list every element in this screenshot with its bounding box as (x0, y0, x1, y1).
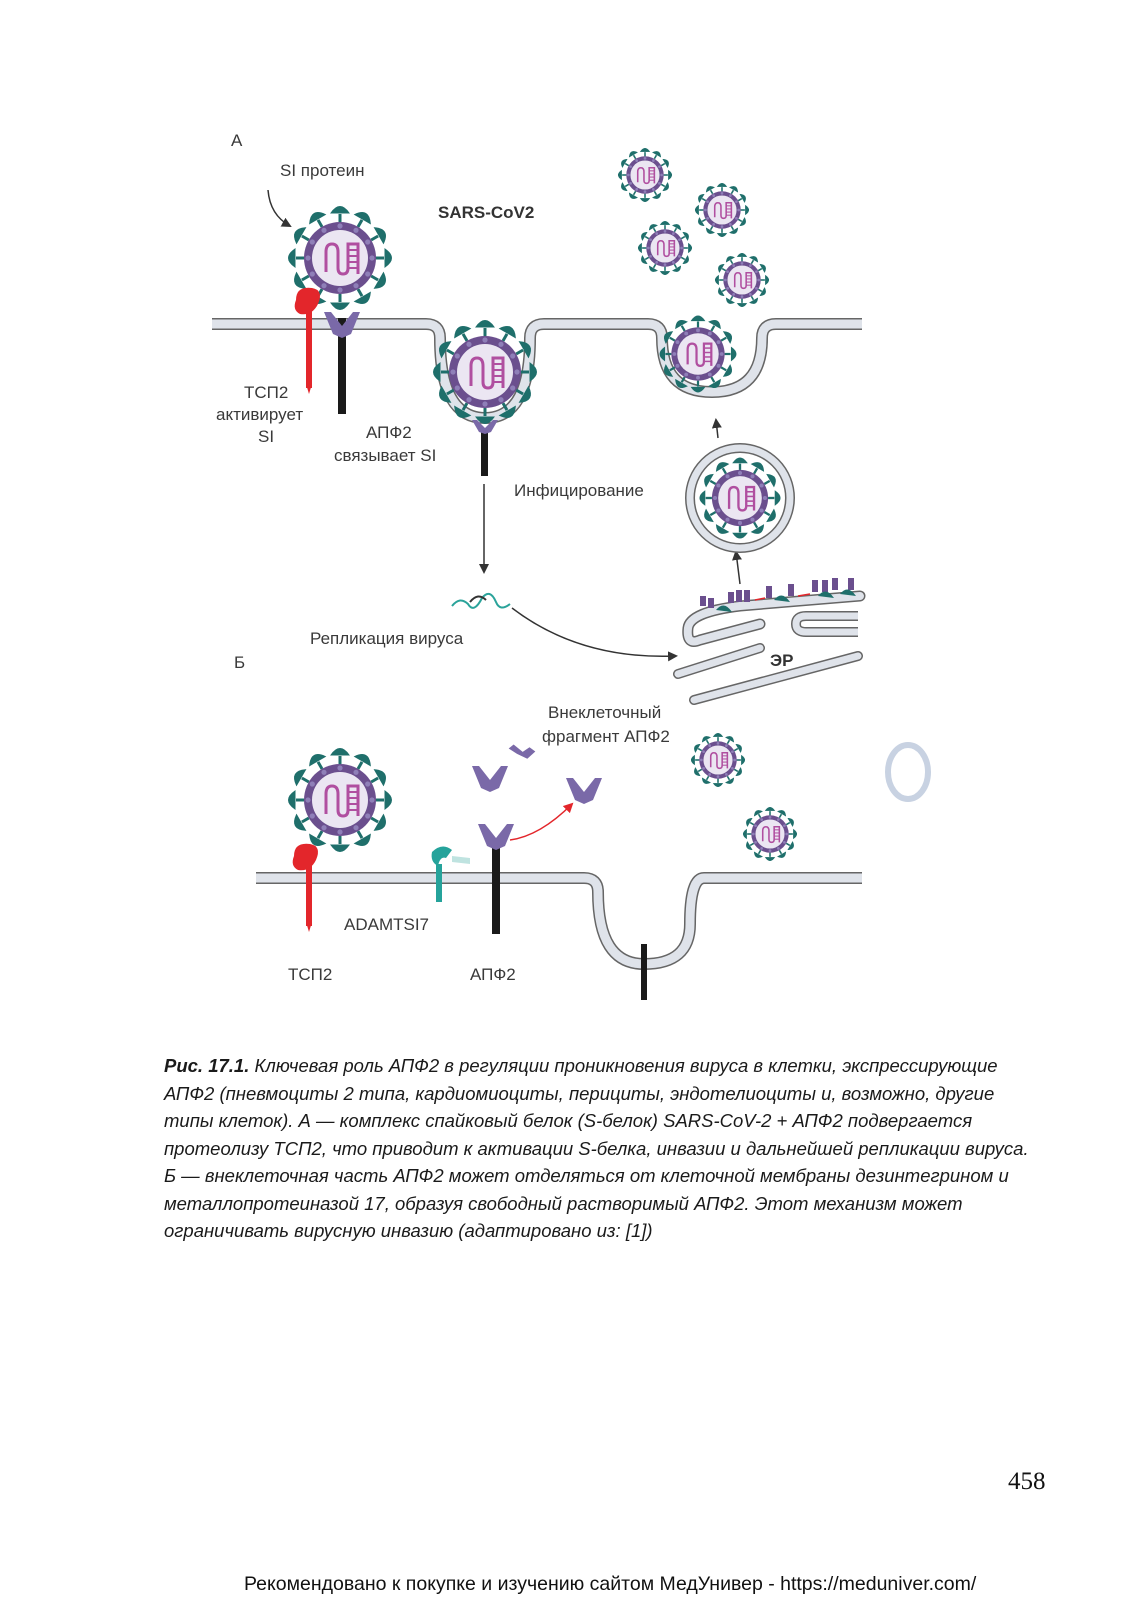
virus-free-1 (690, 732, 746, 788)
infection-label: Инфицирование (514, 481, 644, 500)
arrow-to-vesicle (732, 550, 742, 585)
panel-a-letter: А (231, 131, 243, 150)
footer-recommendation: Рекомендовано к покупке и изучению сайто… (244, 1573, 977, 1595)
panel-b-letter: Б (234, 653, 245, 672)
figure-caption: Рис. 17.1. Ключевая роль АПФ2 в регуляци… (164, 1052, 1044, 1245)
tmprss2-label-line1: ТСП2 (244, 383, 288, 402)
virus-released-3 (637, 220, 693, 276)
arrow-to-er (511, 607, 678, 662)
virus-released-2 (694, 182, 750, 238)
virus-released-4 (714, 252, 770, 308)
tmprss2-label-line3: SI (258, 427, 274, 446)
cell-membrane-a (212, 318, 862, 424)
ace2-fragment-3 (566, 778, 602, 804)
ace2-label-line1: АПФ2 (366, 423, 412, 442)
arrow-to-exocytosis (711, 418, 722, 439)
tmprss2-protein-b (292, 843, 318, 932)
membrane-pit-stalk (641, 944, 647, 1000)
ace2-label-b: АПФ2 (470, 965, 516, 984)
shedding-arrow (509, 802, 574, 841)
endoplasmic-reticulum (673, 578, 866, 705)
virus-endocytosis (432, 319, 538, 425)
ace2-receptor-b (478, 824, 514, 934)
ace2-label-line2: связывает SI (334, 446, 436, 465)
figure-ace2-sars-cov2: А SI протеин SARS-CoV2 ТСП2 активирует S… (212, 131, 931, 1000)
page-number: 458 (1008, 1468, 1046, 1495)
s1-protein-pointer-arrow (267, 189, 292, 227)
tmprss2-label-line2: активирует (216, 405, 303, 424)
s1-protein-label: SI протеин (280, 161, 364, 180)
replication-label: Репликация вируса (310, 629, 464, 648)
virus-released-1 (617, 147, 673, 203)
fragment-label-line1: Внеклеточный (548, 703, 661, 722)
ace2-fragment-2 (508, 744, 536, 759)
er-label: ЭР (770, 651, 793, 670)
ace2-receptor-internalised (472, 420, 498, 476)
virus-panel-b (287, 747, 393, 853)
virus-free-2 (742, 806, 798, 862)
tmprss2-protein-a (294, 287, 320, 394)
ace2-fragment-1 (472, 766, 508, 792)
figure-caption-text: Ключевая роль АПФ2 в регуляции проникнов… (164, 1055, 1029, 1241)
decorative-ring (885, 742, 931, 802)
sars-cov2-label: SARS-CoV2 (438, 203, 534, 222)
adam17-label: ADAMTSI7 (344, 915, 429, 934)
tmprss2-label-b: ТСП2 (288, 965, 332, 984)
adam17-protein (431, 846, 470, 902)
figure-number: Рис. 17.1. (164, 1055, 250, 1076)
ace2-receptor-a (324, 312, 360, 414)
fragment-label-line2: фрагмент АПФ2 (542, 727, 670, 746)
